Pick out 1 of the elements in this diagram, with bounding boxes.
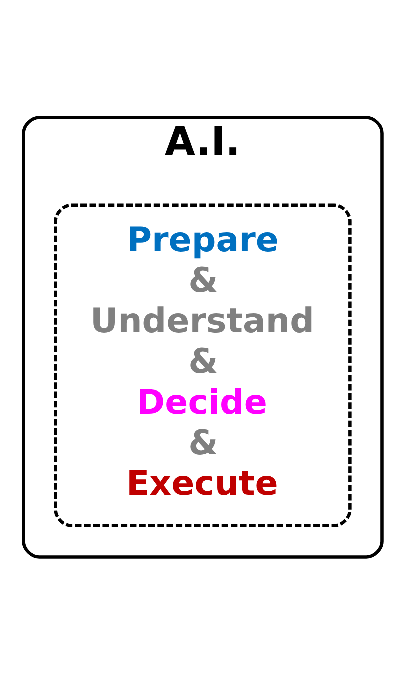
node-box: Prepare & Understand & Decide & Execute	[54, 203, 352, 528]
